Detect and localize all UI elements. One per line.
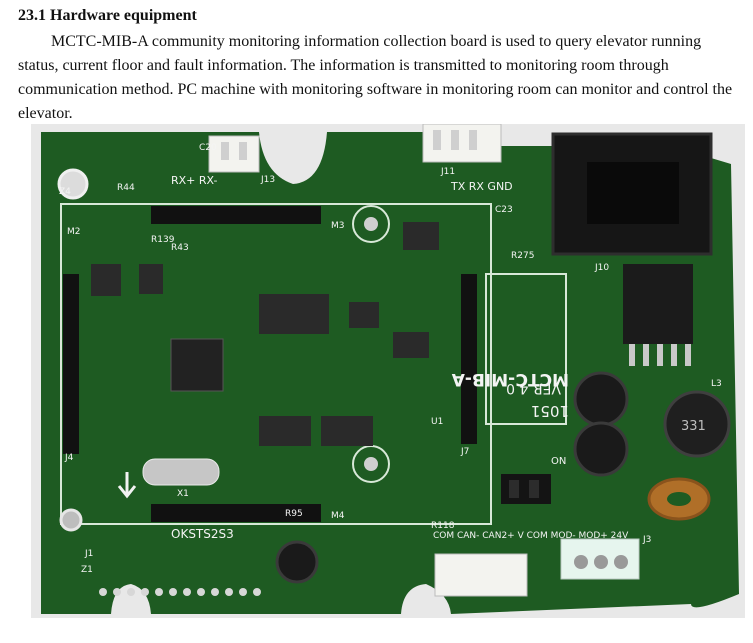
svg-text:J4: J4 [64,453,74,463]
svg-text:J3: J3 [642,535,651,545]
silk-tx: TX RX GND [450,180,513,193]
svg-text:M3: M3 [331,221,345,231]
svg-text:J11: J11 [440,167,455,177]
silk-inductor: 331 [681,419,706,434]
silk-rx: RX+ RX- [171,174,218,187]
svg-text:Z4: Z4 [59,187,71,197]
connector-bottom [434,553,528,597]
silk-switch: ON [551,456,566,467]
svg-text:M2: M2 [67,227,81,237]
svg-text:J7: J7 [460,447,469,457]
circuit-board-photo: MCTC-MIB-A VER 4.0 1051 OKSTS2S3 331 RX+… [31,124,745,618]
dip-switch [501,474,551,504]
power-inductor [663,390,731,458]
svg-text:R118: R118 [431,521,455,531]
svg-text:J10: J10 [594,263,609,273]
svg-text:X1: X1 [177,489,189,499]
header-right [461,274,477,444]
svg-text:L3: L3 [711,379,722,389]
section-heading: 23.1 Hardware equipment [18,7,197,24]
pin-row-bottom [99,588,261,596]
electrolytic-capacitor-1 [573,371,629,427]
silk-version: VER 4.0 [506,380,561,396]
svg-text:C20: C20 [199,143,217,153]
svg-text:M4: M4 [331,511,345,521]
svg-text:R275: R275 [511,251,534,261]
header-bottom [151,504,321,522]
silkscreen-outline [60,203,492,525]
mounting-hole-bottom-left [59,508,83,532]
svg-text:C23: C23 [495,205,513,215]
silk-code: 1051 [531,402,569,420]
voltage-regulator [623,264,693,344]
silk-part: OKSTS2S3 [171,527,234,541]
connector-j13 [208,135,260,173]
svg-text:R139: R139 [151,235,175,245]
svg-text:J13: J13 [260,175,275,185]
electrolytic-capacitor-2 [573,421,629,477]
silk-comm: COM CAN- CAN2+ V COM MOD- MOD+ 24V [433,531,629,541]
mounting-hole-top-left [57,168,89,200]
svg-text:R95: R95 [285,509,303,519]
silk-model: MCTC-MIB-A [451,369,569,389]
header-top [151,206,321,224]
svg-text:Z1: Z1 [81,565,93,575]
header-left [63,274,79,454]
body-paragraph: MCTC-MIB-A community monitoring informat… [18,33,733,122]
crystal-oscillator [142,458,220,486]
microcontroller-chip [170,338,224,392]
svg-text:R44: R44 [117,183,135,193]
svg-text:R43: R43 [171,243,189,253]
svg-text:J1: J1 [84,549,93,559]
svg-text:U1: U1 [431,417,443,427]
down-arrow-icon [117,472,137,499]
electrolytic-capacitor-3 [275,540,319,584]
